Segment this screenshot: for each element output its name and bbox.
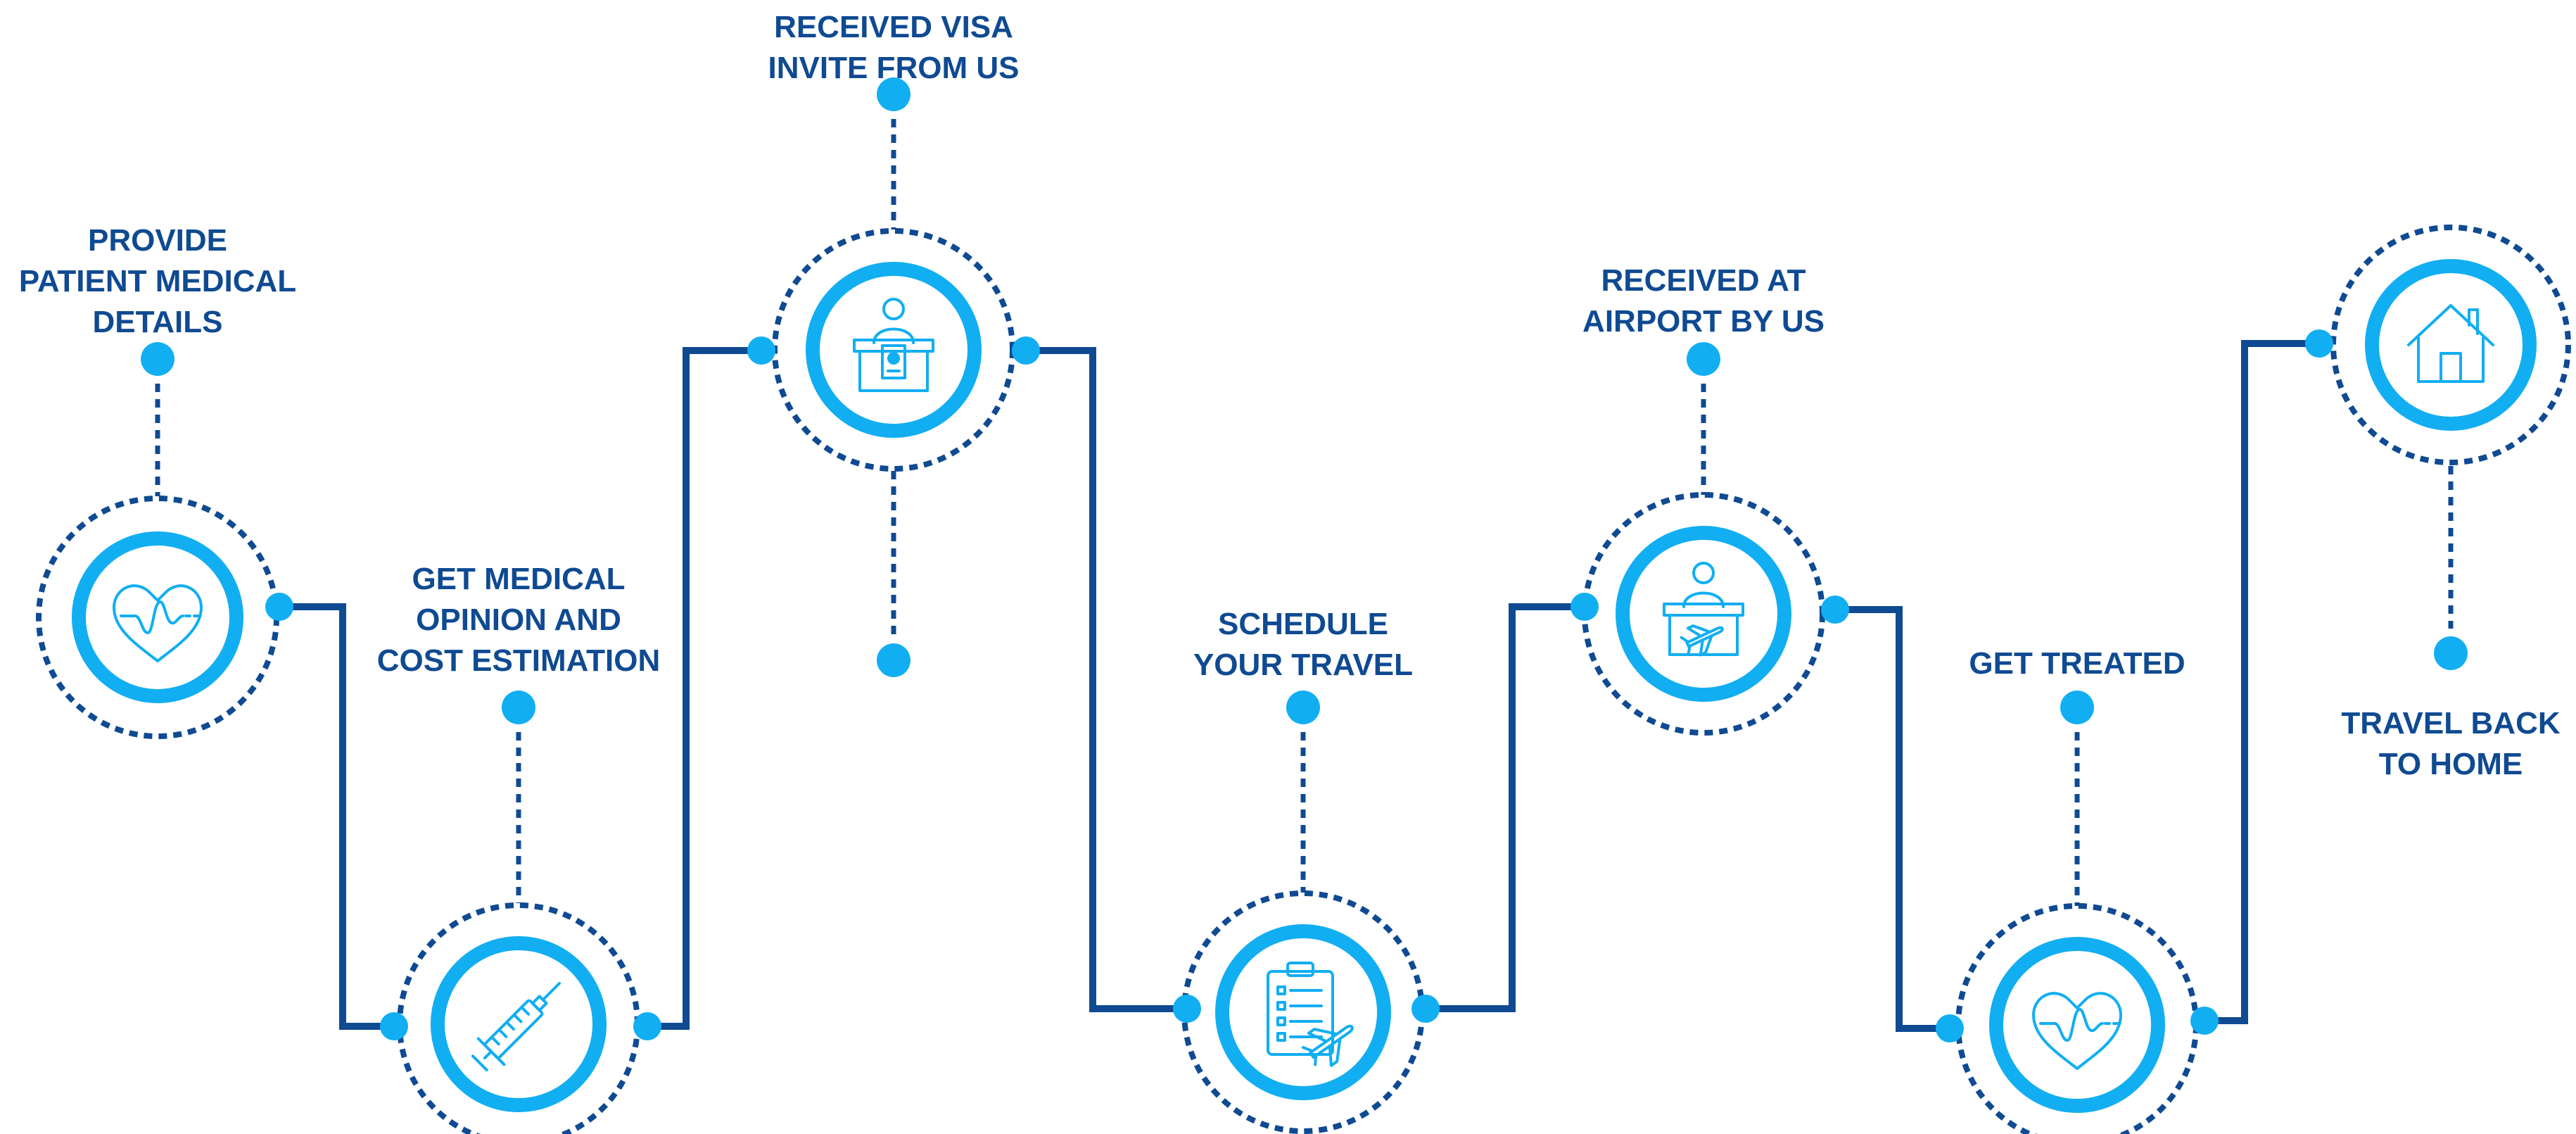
connector-6-7 — [2204, 340, 2319, 1024]
connector-port-dot — [265, 593, 293, 621]
connector-port-dot — [1571, 593, 1599, 621]
inner-ring — [72, 531, 243, 703]
step-airport-reception: RECEIVED AT AIRPORT BY US — [1571, 263, 1849, 736]
step-provide-details: PROVIDE PATIENT MEDICAL DETAILS — [19, 223, 296, 739]
leader-dot — [877, 77, 911, 111]
step-label-line: RECEIVED AT — [1601, 263, 1806, 298]
step-label-line: PROVIDE — [88, 223, 227, 258]
connector-port-dot — [747, 336, 775, 365]
house-icon — [2407, 304, 2494, 383]
step-label-line: GET MEDICAL — [412, 562, 625, 596]
syringe-icon — [471, 982, 561, 1072]
step-label-line: PATIENT MEDICAL — [19, 264, 296, 298]
connector-4-5 — [1426, 603, 1585, 1012]
step-get-treated: GET TREATED — [1936, 646, 2219, 1134]
inner-ring — [2365, 259, 2537, 431]
step-label-line: GET TREATED — [1969, 646, 2185, 681]
step-label-line: TRAVEL BACK — [2341, 706, 2560, 741]
heart-pulse-icon — [113, 584, 203, 662]
step-label-line: SCHEDULE — [1218, 607, 1388, 641]
step-visa-invite: RECEIVED VISA INVITE FROM US — [747, 10, 1040, 677]
connector-port-dot — [1173, 995, 1201, 1023]
connector-port-dot — [2305, 329, 2333, 358]
connector-port-dot — [633, 1012, 661, 1040]
connector-2-3 — [647, 347, 761, 1030]
connector-port-dot — [1012, 336, 1040, 365]
connector-3-4 — [1026, 347, 1187, 1012]
step-label-line: INVITE FROM US — [768, 51, 1020, 85]
connector-port-dot — [2190, 1007, 2219, 1035]
step-label-line: DETAILS — [93, 305, 223, 339]
connector-port-dot — [1411, 995, 1440, 1023]
step-label-line: COST ESTIMATION — [377, 643, 661, 678]
step-label-line: AIRPORT BY US — [1582, 304, 1825, 339]
step-label-line: RECEIVED VISA — [774, 10, 1013, 44]
step-label-line: YOUR TRAVEL — [1193, 648, 1413, 682]
reception-desk-passport-icon — [853, 298, 934, 392]
clipboard-plane-icon — [1267, 962, 1354, 1067]
leader-dot — [1687, 342, 1720, 376]
step-label-line: TO HOME — [2379, 747, 2523, 781]
leader-dot — [1286, 691, 1320, 724]
airport-desk-icon — [1663, 562, 1744, 657]
connector-port-dot — [380, 1012, 408, 1040]
process-connectors — [279, 340, 2319, 1032]
heart-pulse-icon — [2032, 992, 2122, 1070]
connector-5-6 — [1835, 606, 1950, 1032]
leader-dot — [502, 691, 535, 724]
leader-dot — [2434, 636, 2468, 670]
connector-port-dot — [1821, 596, 1849, 624]
inner-ring — [1989, 937, 2165, 1113]
leader-dot — [141, 342, 175, 376]
step-travel-home: TRAVEL BACK TO HOME — [2305, 225, 2571, 781]
connector-1-2 — [279, 603, 394, 1030]
connector-port-dot — [1936, 1014, 1964, 1042]
step-schedule-travel: SCHEDULE YOUR TRAVEL — [1173, 607, 1440, 1134]
step-medical-opinion: GET MEDICAL OPINION AND COST ESTIMATION — [377, 562, 661, 1134]
inner-ring — [431, 936, 607, 1112]
step-label-line: OPINION AND — [416, 603, 621, 637]
leader-dot — [2060, 691, 2094, 724]
inner-ring — [1215, 924, 1391, 1100]
leader-dot-bottom — [877, 643, 911, 677]
